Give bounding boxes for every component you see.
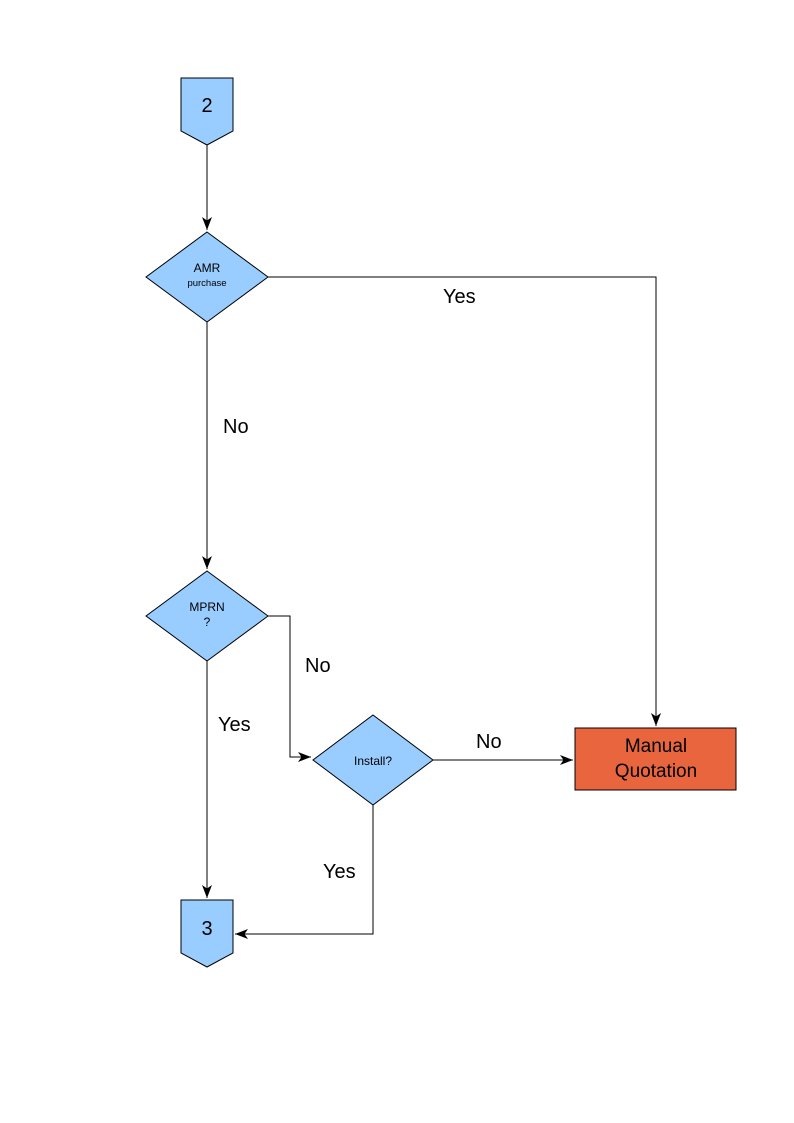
amr-label-line1: AMR (194, 261, 221, 275)
manual-quotation-label-line2: Quotation (615, 761, 697, 782)
mprn-label-line2: ? (204, 615, 211, 629)
edge-labels: Yes No No Yes No Yes (218, 286, 502, 883)
edge-install-yes (235, 805, 374, 939)
node-install-decision: Install? (312, 714, 434, 806)
edge-label-mprn-yes: Yes (218, 714, 251, 736)
edge-amr-yes (268, 276, 661, 726)
edge-label-mprn-no: No (305, 655, 331, 677)
offpage-connector-3-label: 3 (201, 918, 212, 940)
install-decision-diamond-shape (312, 714, 434, 806)
node-offpage-connector-2: 2 (180, 77, 234, 146)
edge-label-install-no: No (476, 731, 502, 753)
node-manual-quotation: Manual Quotation (574, 727, 737, 791)
node-mprn-decision: MPRN ? (145, 570, 269, 662)
flow-edges (202, 145, 661, 939)
offpage-connector-3-shape (180, 899, 234, 968)
manual-quotation-label-line1: Manual (625, 736, 687, 757)
edge-label-amr-no: No (223, 416, 249, 438)
edge-label-amr-yes: Yes (443, 286, 476, 308)
edge-mprn-no (268, 615, 311, 762)
mprn-decision-diamond-shape (145, 570, 269, 662)
manual-quotation-box-shape (574, 727, 737, 791)
node-amr-purchase-decision: AMR purchase (145, 231, 269, 323)
offpage-connector-2-label: 2 (201, 95, 212, 117)
node-offpage-connector-3: 3 (180, 899, 234, 968)
offpage-connector-2-shape (180, 77, 234, 146)
amr-label-line2: purchase (187, 278, 226, 289)
install-label: Install? (354, 754, 392, 768)
amr-decision-diamond-shape (145, 231, 269, 323)
edge-label-install-yes: Yes (323, 861, 356, 883)
mprn-label-line1: MPRN (189, 600, 224, 614)
